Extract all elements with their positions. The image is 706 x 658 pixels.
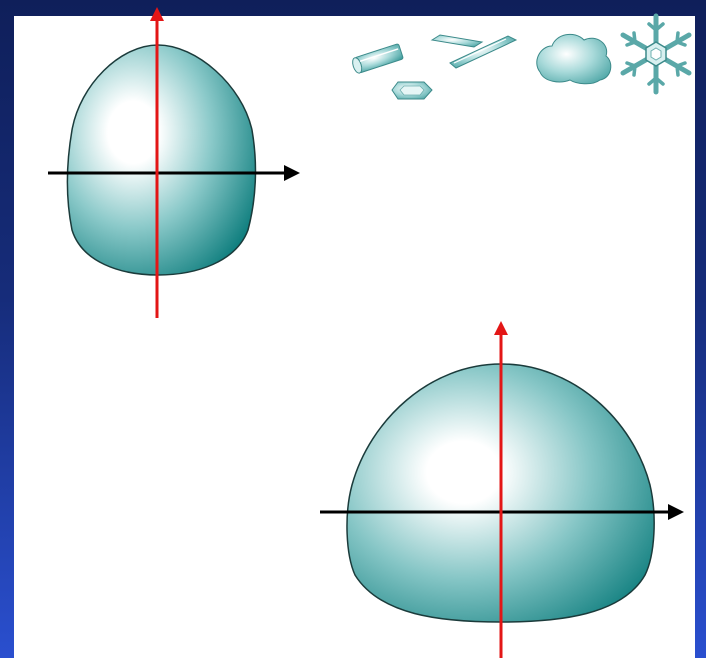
small-drop-figure: [48, 14, 292, 318]
snowflake-icon: [623, 16, 689, 92]
large-drop-figure: [320, 328, 676, 658]
hexagonal-column-crystal-icon: [351, 44, 403, 75]
needle-crystal-icon: [432, 35, 516, 68]
small-drop-shape: [68, 45, 256, 275]
ice-icons-group: [351, 16, 689, 99]
cloud-icon: [537, 34, 611, 83]
hexagonal-plate-crystal-icon: [392, 82, 432, 99]
